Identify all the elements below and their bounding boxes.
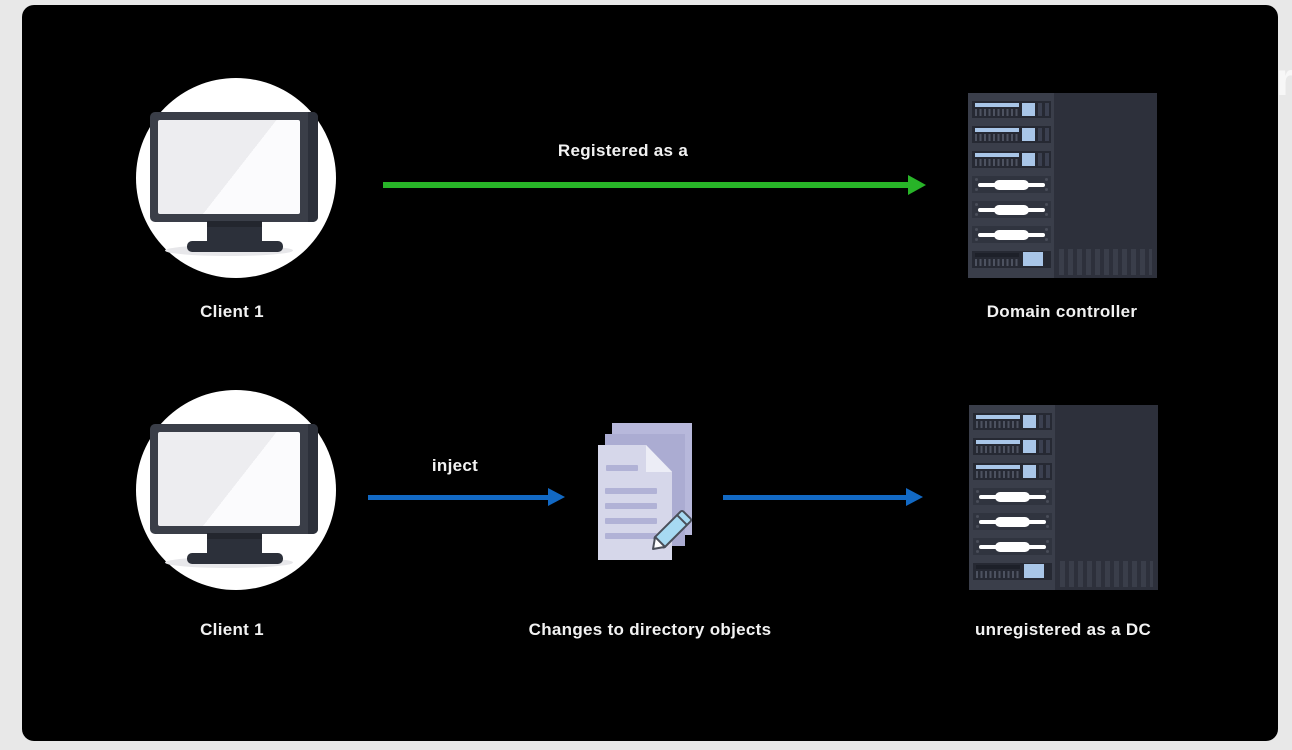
rack-unit <box>973 488 1052 505</box>
client-icon <box>136 390 336 590</box>
rack-unit <box>972 201 1051 218</box>
monitor-edge <box>308 424 318 534</box>
document-text-line <box>605 488 657 494</box>
pencil-icon <box>652 509 693 550</box>
rack-unit <box>972 101 1051 118</box>
monitor-base <box>187 241 283 252</box>
cropped-text-artifact: r <box>1276 53 1292 105</box>
server-rack-icon <box>969 405 1158 590</box>
client-icon <box>136 78 336 278</box>
client-label: Client 1 <box>200 302 264 321</box>
document-text-line <box>605 518 657 524</box>
rack-vent-slats <box>1060 561 1153 587</box>
rack-unit <box>973 513 1052 530</box>
monitor-icon <box>150 112 318 222</box>
rack-side-panel <box>1054 93 1157 278</box>
blue-arrow-to-server <box>723 495 906 500</box>
monitor-edge <box>308 112 318 222</box>
green-arrow-head-icon <box>908 175 926 195</box>
blue-arrow-head-icon <box>548 488 565 506</box>
rack-unit <box>973 538 1052 555</box>
monitor-screen <box>158 120 300 214</box>
monitor-stand <box>207 533 262 556</box>
documents-icon <box>596 421 696 566</box>
rack-unit <box>972 226 1051 243</box>
document-text-line <box>605 503 657 509</box>
rack-unit <box>973 438 1052 455</box>
server-rack-icon <box>968 93 1157 278</box>
rack-unit <box>973 413 1052 430</box>
client-label: Client 1 <box>200 620 264 639</box>
inject-arrow-label: inject <box>431 456 479 475</box>
document-text-line <box>606 465 638 471</box>
monitor-icon <box>150 424 318 534</box>
green-arrow <box>383 182 909 188</box>
blue-arrow-inject <box>368 495 548 500</box>
rack-unit <box>972 251 1051 268</box>
monitor-base <box>187 553 283 564</box>
rack-vent-slats <box>1059 249 1152 275</box>
rack-units-column <box>968 93 1054 278</box>
diagram-panel: Client 1 Registered as a Domain controll… <box>22 5 1278 741</box>
domain-controller-label: Domain controller <box>986 302 1138 321</box>
blue-arrow-head-icon <box>906 488 923 506</box>
rack-unit <box>973 463 1052 480</box>
monitor-screen <box>158 432 300 526</box>
registered-arrow-label: Registered as a <box>557 141 689 160</box>
unregistered-label: unregistered as a DC <box>974 620 1152 639</box>
rack-unit <box>972 176 1051 193</box>
rack-unit <box>972 151 1051 168</box>
rack-unit <box>973 563 1052 580</box>
document-text-line <box>605 533 657 539</box>
monitor-stand <box>207 221 262 244</box>
rack-unit <box>972 126 1051 143</box>
rack-units-column <box>969 405 1055 590</box>
rack-side-panel <box>1055 405 1158 590</box>
changes-label: Changes to directory objects <box>528 620 772 639</box>
